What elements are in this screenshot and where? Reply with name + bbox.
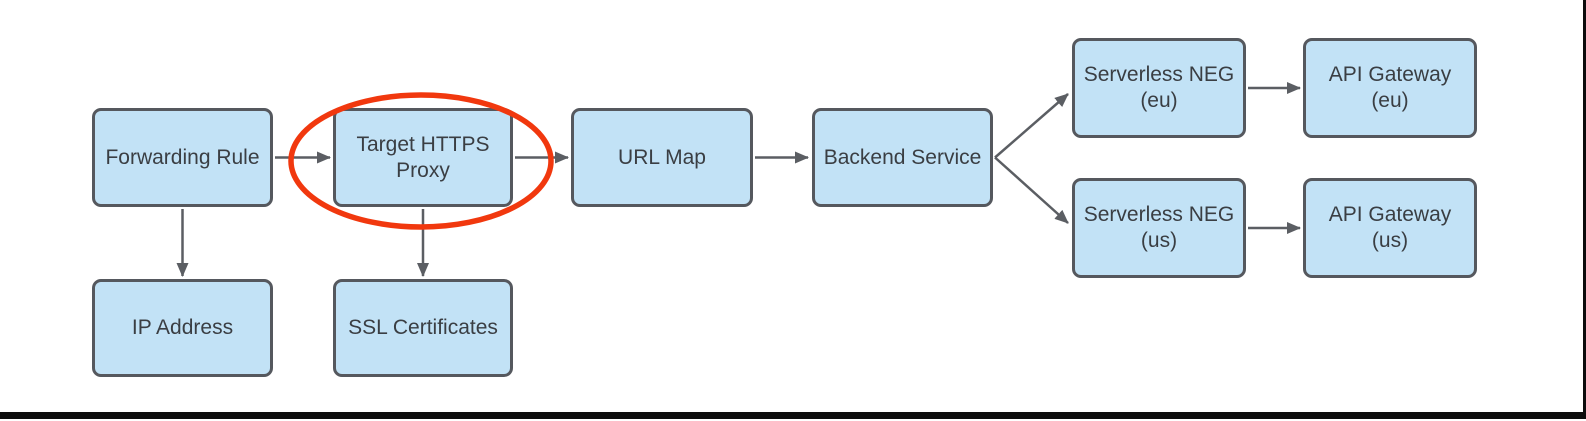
node-label: (eu)	[1140, 89, 1178, 112]
edge-backend-service-to-serverless-neg-us	[994, 156, 1069, 224]
node-label: (us)	[1371, 229, 1409, 252]
node-label: API Gateway	[1328, 203, 1452, 226]
node-label: Backend Service	[823, 145, 982, 169]
node-serverless-neg-us: Serverless NEG (us)	[1072, 178, 1246, 278]
node-backend-service: Backend Service	[812, 108, 993, 207]
node-label: Serverless NEG	[1083, 203, 1235, 226]
node-ssl-certificates: SSL Certificates	[333, 279, 513, 377]
node-ip-address: IP Address	[92, 279, 273, 377]
edge-backend-service-to-serverless-neg-eu	[994, 93, 1069, 159]
node-label: URL Map	[618, 145, 706, 169]
node-label: Target HTTPS	[356, 132, 490, 156]
node-url-map: URL Map	[571, 108, 753, 207]
node-label: (eu)	[1371, 89, 1409, 112]
window-right-edge	[1583, 0, 1586, 419]
node-api-gateway-eu: API Gateway (eu)	[1303, 38, 1477, 138]
node-api-gateway-us: API Gateway (us)	[1303, 178, 1477, 278]
node-label: IP Address	[131, 316, 234, 339]
node-forwarding-rule: Forwarding Rule	[92, 108, 273, 207]
node-label: Serverless NEG	[1083, 63, 1235, 86]
node-serverless-neg-eu: Serverless NEG (eu)	[1072, 38, 1246, 138]
window-bottom-edge	[0, 412, 1586, 419]
node-label: Forwarding Rule	[105, 145, 260, 169]
node-target-https-proxy: Target HTTPS Proxy	[333, 108, 513, 207]
node-label: Proxy	[396, 158, 450, 182]
node-label: (us)	[1140, 229, 1178, 252]
node-label: SSL Certificates	[348, 316, 498, 339]
node-label: API Gateway	[1328, 63, 1452, 86]
